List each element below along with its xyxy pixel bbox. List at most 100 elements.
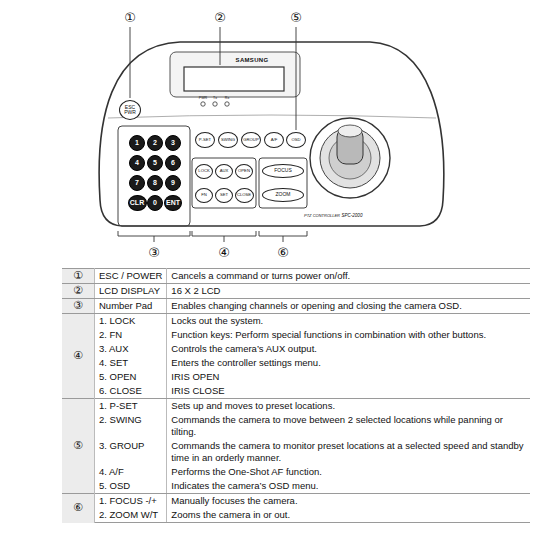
button-label: LOCK <box>198 169 209 173</box>
table-row: ⑤1. P-SETSets up and moves to preset loc… <box>62 399 530 414</box>
bracket <box>118 231 190 242</box>
table-cell-text: 6. CLOSE <box>99 385 142 396</box>
table-cell: 1. LOCK <box>95 314 167 329</box>
table-cell-text: 3. GROUP <box>99 440 144 451</box>
button-label: FOCUS <box>274 168 292 173</box>
table-cell: Function keys: Perform special functions… <box>167 328 530 342</box>
button-label: OPEN <box>238 169 250 173</box>
number-key: 5 <box>147 155 163 171</box>
table-cell: Cancels a command or turns power on/off. <box>167 269 530 284</box>
button-label: AUX <box>220 169 229 173</box>
number-key: 8 <box>147 175 163 191</box>
table-cell-text: Commands the camera to move between 2 se… <box>171 414 503 437</box>
table-row: ④1. LOCKLocks out the system. <box>62 314 530 329</box>
led <box>201 102 205 106</box>
led <box>225 102 229 106</box>
table-cell-text: 2. ZOOM W/T <box>99 509 158 520</box>
control-button: GROUP <box>241 132 261 148</box>
table-cell-text: ④ <box>73 349 83 362</box>
led-label: PWR <box>199 97 207 101</box>
table-cell-text: Sets up and moves to preset locations. <box>171 400 335 411</box>
table-cell: Commands the camera to move between 2 se… <box>167 413 530 439</box>
table-cell: Sets up and moves to preset locations. <box>167 399 530 414</box>
table-cell-text: 1. LOCK <box>99 315 135 326</box>
table-cell-text: Locks out the system. <box>171 315 263 326</box>
table-cell: 5. OSD <box>95 479 167 494</box>
table-cell-text: Enters the controller settings menu. <box>171 357 320 368</box>
button-label: SET <box>220 193 228 197</box>
table-cell-text: 16 X 2 LCD <box>171 285 220 296</box>
table-cell-text: Performs the One-Shot AF function. <box>171 466 322 477</box>
table-cell-text: IRIS CLOSE <box>171 385 224 396</box>
table-row: 3. AUX Controls the camera’s AUX output. <box>62 342 530 356</box>
table-row: 5. OPENIRIS OPEN <box>62 370 530 384</box>
leader-lines <box>118 27 307 242</box>
control-button: SET <box>215 188 233 203</box>
number-key: 2 <box>147 135 163 151</box>
table-cell-text: Number Pad <box>99 300 152 311</box>
table-cell-text: 5. OSD <box>99 480 130 491</box>
table-row: 4. SETEnters the controller settings men… <box>62 356 530 370</box>
button-label: P-SET <box>199 138 211 142</box>
model-label: SPC-2000 <box>342 214 363 219</box>
callout-number: ⑥ <box>277 246 289 259</box>
number-key: 3 <box>165 135 181 151</box>
button-label: CLR <box>130 199 144 206</box>
table-cell-text: 1. P-SET <box>99 400 138 411</box>
table-cell-text: Commands the camera to monitor preset lo… <box>171 440 523 463</box>
table-cell: 2. FN <box>95 328 167 342</box>
table-cell: 4. A/F <box>95 465 167 479</box>
number-key: 9 <box>165 175 181 191</box>
description-table-wrap: ①ESC / POWERCancels a command or turns p… <box>62 268 530 523</box>
callout-number: ② <box>214 11 226 24</box>
table-cell: 5. OPEN <box>95 370 167 384</box>
button-label: ZOOM <box>276 192 291 197</box>
button-label: SWING <box>221 138 235 142</box>
table-cell: 1. P-SET <box>95 399 167 414</box>
table-cell-text: Controls the camera’s AUX output. <box>171 343 317 354</box>
table-cell: Enters the controller settings menu. <box>167 356 530 370</box>
table-cell-text: 4. A/F <box>99 466 124 477</box>
number-key: 1 <box>129 135 145 151</box>
control-button: AUX <box>215 164 233 179</box>
button-label: CLOSE <box>237 193 251 197</box>
table-row: 6. CLOSE IRIS CLOSE <box>62 384 530 399</box>
button-label: 3 <box>171 139 175 146</box>
bracket <box>259 231 307 242</box>
button-label: GROUP <box>243 138 258 142</box>
callout-number: ④ <box>218 246 230 259</box>
table-cell: 2. SWING <box>95 413 167 439</box>
number-key: ENT <box>164 195 182 211</box>
button-label: OSD <box>291 138 300 142</box>
table-cell-text: Zooms the camera in or out. <box>171 509 290 520</box>
table-cell-text: LCD DISPLAY <box>99 285 160 296</box>
table-row: ② LCD DISPLAY 16 X 2 LCD <box>62 284 530 299</box>
table-cell: Manually focuses the camera. <box>167 494 530 509</box>
description-table: ①ESC / POWERCancels a command or turns p… <box>62 268 530 523</box>
control-button: ZOOM <box>262 188 304 202</box>
table-cell: 3. AUX <box>95 342 167 356</box>
joystick-top <box>338 125 362 137</box>
function-frame <box>192 158 256 208</box>
button-label: 6 <box>171 159 175 166</box>
table-cell: ③ <box>62 299 95 314</box>
callout-number: ① <box>124 11 136 24</box>
table-cell: 16 X 2 LCD <box>167 284 530 299</box>
number-key: 4 <box>129 155 145 171</box>
table-cell-text: ② <box>73 284 83 297</box>
control-button: OSD <box>286 132 306 148</box>
control-button: ESC PWR <box>119 100 141 120</box>
body-panel-edge <box>108 115 436 118</box>
button-label: 4 <box>135 159 139 166</box>
table-cell: Controls the camera’s AUX output. <box>167 342 530 356</box>
brand-logo: SAMSUNG <box>236 57 269 63</box>
table-cell: ② <box>62 284 95 299</box>
button-label: ESC PWR <box>120 105 140 116</box>
table-cell: Indicates the camera’s OSD menu. <box>167 479 530 494</box>
callout-number: ⑤ <box>290 11 302 24</box>
led-label: Rx <box>225 97 229 101</box>
button-label: 5 <box>153 159 157 166</box>
table-cell-text: 3. AUX <box>99 343 129 354</box>
number-key: 6 <box>165 155 181 171</box>
control-button: FN <box>195 188 213 203</box>
